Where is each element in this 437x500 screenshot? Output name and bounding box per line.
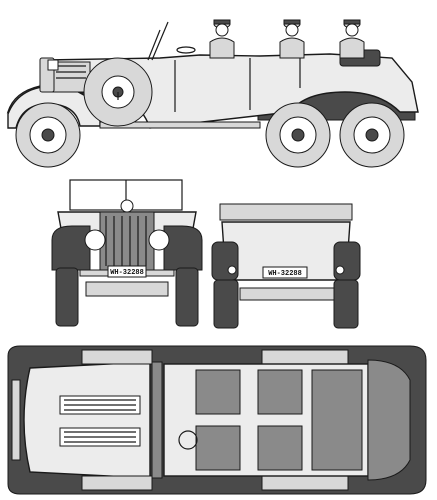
seat-mid-left [257,369,303,415]
hood-emblem [120,199,134,213]
seat-front-left [195,369,241,415]
driver-figure [209,19,235,59]
front-tire-right [175,267,199,327]
middle-wheel [265,102,331,168]
side-view [6,19,419,168]
passenger-figure-2 [339,19,365,59]
headlight-left [84,229,106,251]
rear-view: WH-32288 [211,203,361,329]
folded-top [219,203,353,221]
rear-wheel [339,102,405,168]
front-plate [107,265,147,278]
headlight-right [148,229,170,251]
passenger-figure-1 [279,19,305,59]
rear-plate-text: WH-32288 [268,270,302,278]
front-wheel [15,102,81,168]
seat-rear [311,369,363,471]
front-view: WH-32288 [51,179,203,327]
seat-mid-right [257,425,303,471]
hood-louvers [59,395,141,447]
seat-front-right [195,425,241,471]
steering-wheel [178,430,198,450]
radiator-grille [99,211,155,271]
front-tire-left [55,267,79,327]
rear-plate [262,266,308,279]
folded-top-rear [367,359,411,481]
hood-top [23,361,151,479]
front-plate-text: WH-32288 [110,269,144,277]
top-view [7,345,427,495]
